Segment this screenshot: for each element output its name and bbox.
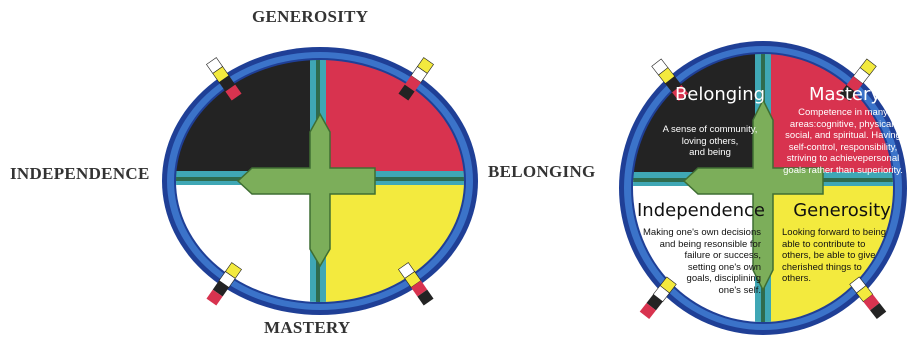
direction-label-right: BELONGING: [488, 162, 596, 182]
independence-description: Making one's own decisions and being res…: [637, 227, 761, 296]
belonging-description: A sense of community, loving others, and…: [645, 124, 775, 159]
generosity-description: Looking forward to being able to contrib…: [782, 227, 902, 285]
medicine-wheel-plain: [160, 44, 480, 319]
direction-label-left: INDEPENDENCE: [10, 164, 150, 184]
generosity-title: Generosity: [784, 201, 900, 221]
independence-title: Independence: [637, 201, 761, 221]
quadrant-white: [160, 181, 320, 319]
quadrant-red: [320, 44, 480, 181]
quadrant-black: [160, 44, 320, 181]
belonging-title: Belonging: [670, 85, 770, 105]
quadrant-yellow: [320, 181, 480, 319]
mastery-title: Mastery: [790, 85, 900, 105]
direction-label-top: GENEROSITY: [252, 7, 368, 27]
direction-label-bottom: MASTERY: [264, 318, 351, 338]
mastery-description: Competence in many areas:cognitive, phys…: [774, 107, 912, 176]
